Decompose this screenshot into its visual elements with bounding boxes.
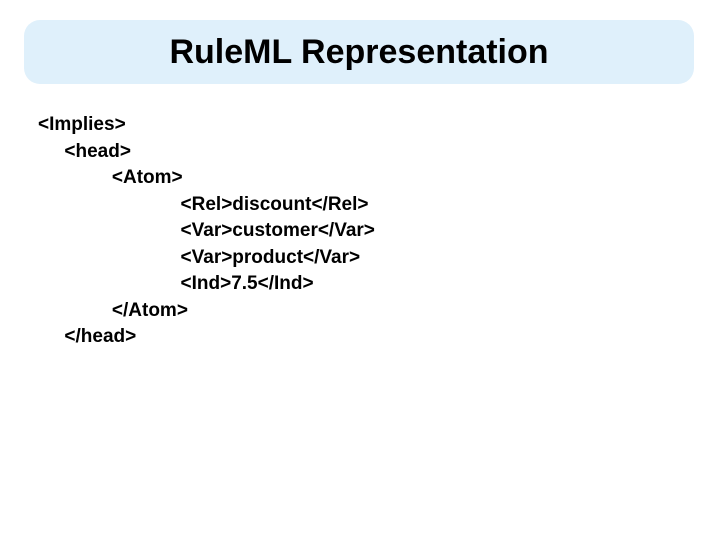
ruleml-code-block: <Implies> <head> <Atom> <Rel>discount</R…	[38, 112, 688, 351]
code-line-head-close: </head>	[38, 326, 137, 347]
code-line-atom-open: <Atom>	[38, 167, 183, 188]
code-line-var-product: <Var>product</Var>	[38, 246, 361, 268]
code-line-head-open: <head>	[38, 140, 131, 162]
code-line-atom-close: </Atom>	[38, 299, 188, 321]
code-line-var-customer: <Var>customer</Var>	[38, 220, 375, 241]
title-box: RuleML Representation	[24, 20, 694, 84]
slide-title: RuleML Representation	[169, 32, 549, 71]
code-line-rel: <Rel>discount</Rel>	[38, 193, 369, 215]
code-line-ind: <Ind>7.5</Ind>	[38, 273, 314, 294]
code-line-implies-open: <Implies>	[38, 114, 126, 135]
